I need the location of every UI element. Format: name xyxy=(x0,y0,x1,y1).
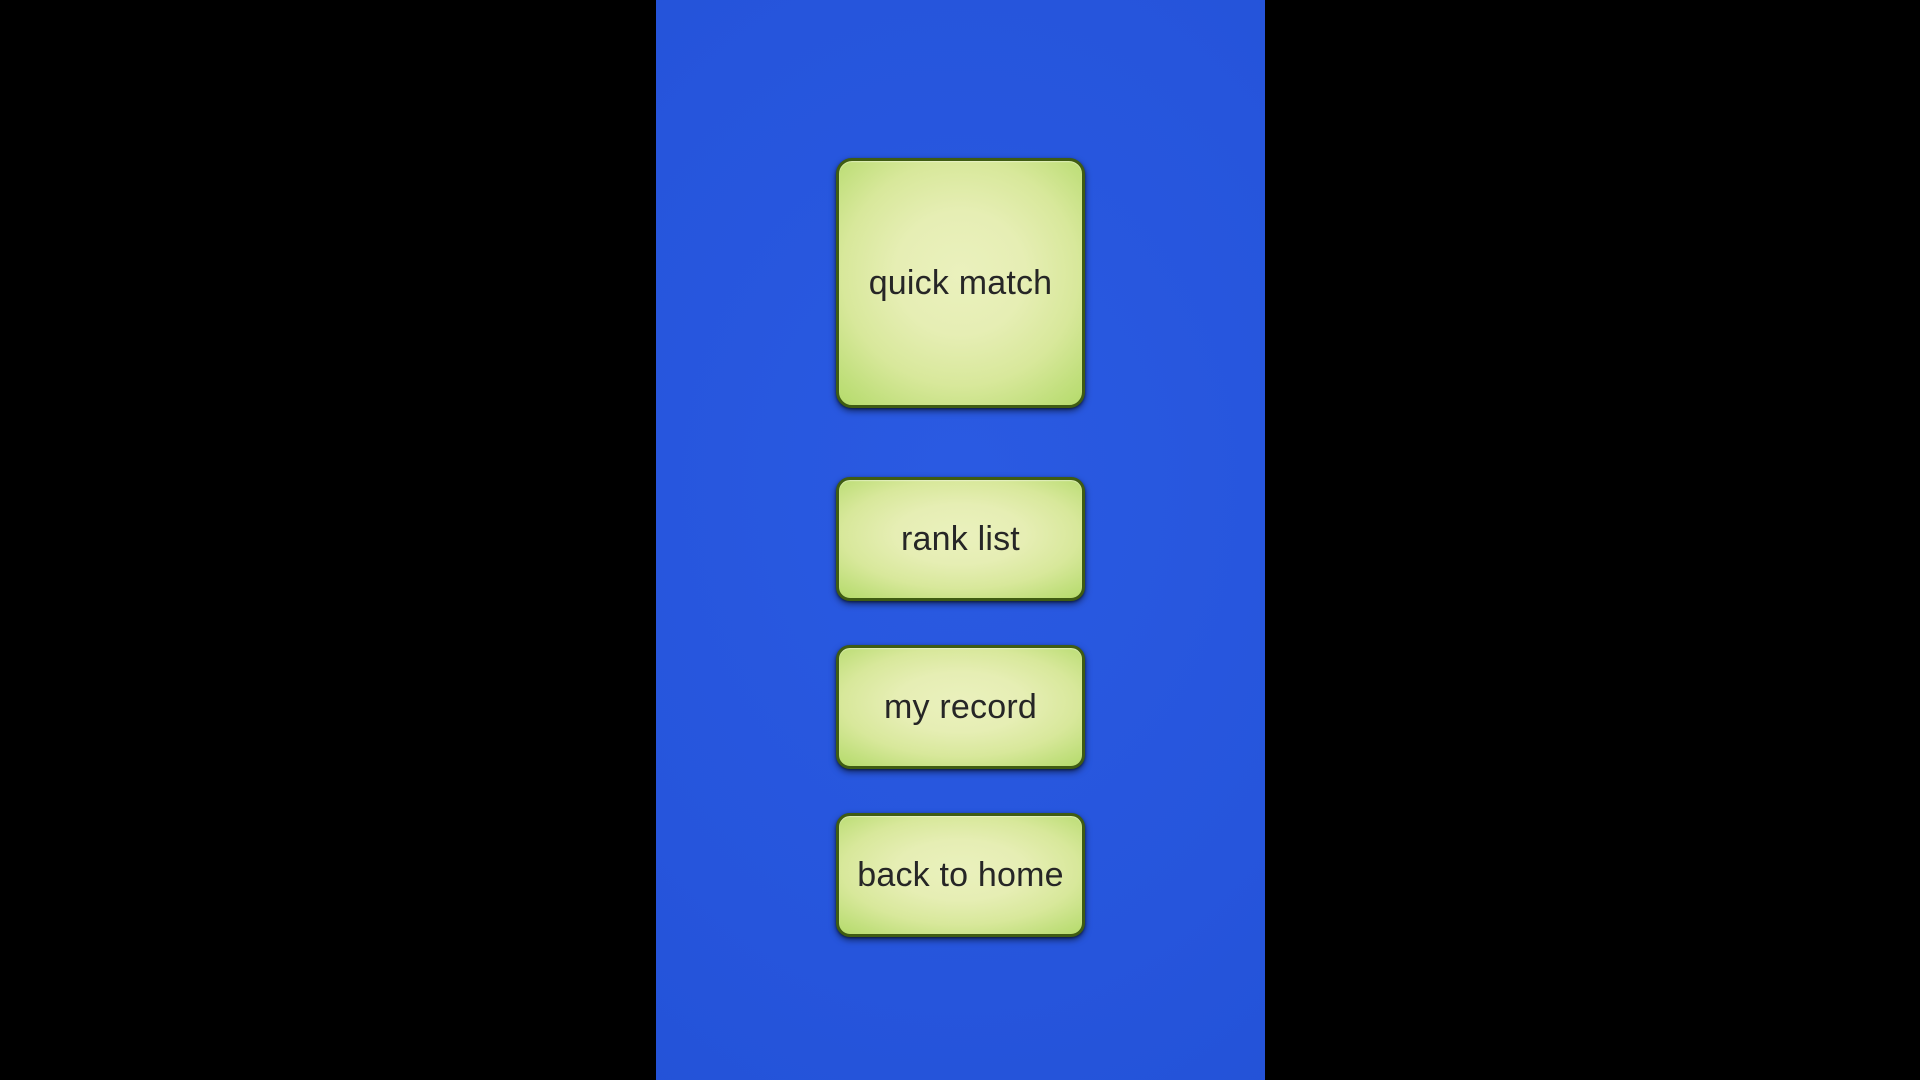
my-record-button-label: my record xyxy=(884,688,1037,726)
rank-list-button[interactable]: rank list xyxy=(836,477,1085,601)
quick-match-button-label: quick match xyxy=(868,264,1053,302)
back-to-home-button-label: back to home xyxy=(857,856,1064,894)
my-record-button[interactable]: my record xyxy=(836,645,1085,769)
letterbox-left xyxy=(0,0,656,1080)
letterbox-right xyxy=(1265,0,1920,1080)
back-to-home-button[interactable]: back to home xyxy=(836,813,1085,937)
game-viewport-panel: quick match rank list my record back to … xyxy=(656,0,1265,1080)
quick-match-button[interactable]: quick match xyxy=(836,158,1085,408)
rank-list-button-label: rank list xyxy=(901,520,1020,558)
menu-button-stack: quick match rank list my record back to … xyxy=(656,0,1265,1080)
